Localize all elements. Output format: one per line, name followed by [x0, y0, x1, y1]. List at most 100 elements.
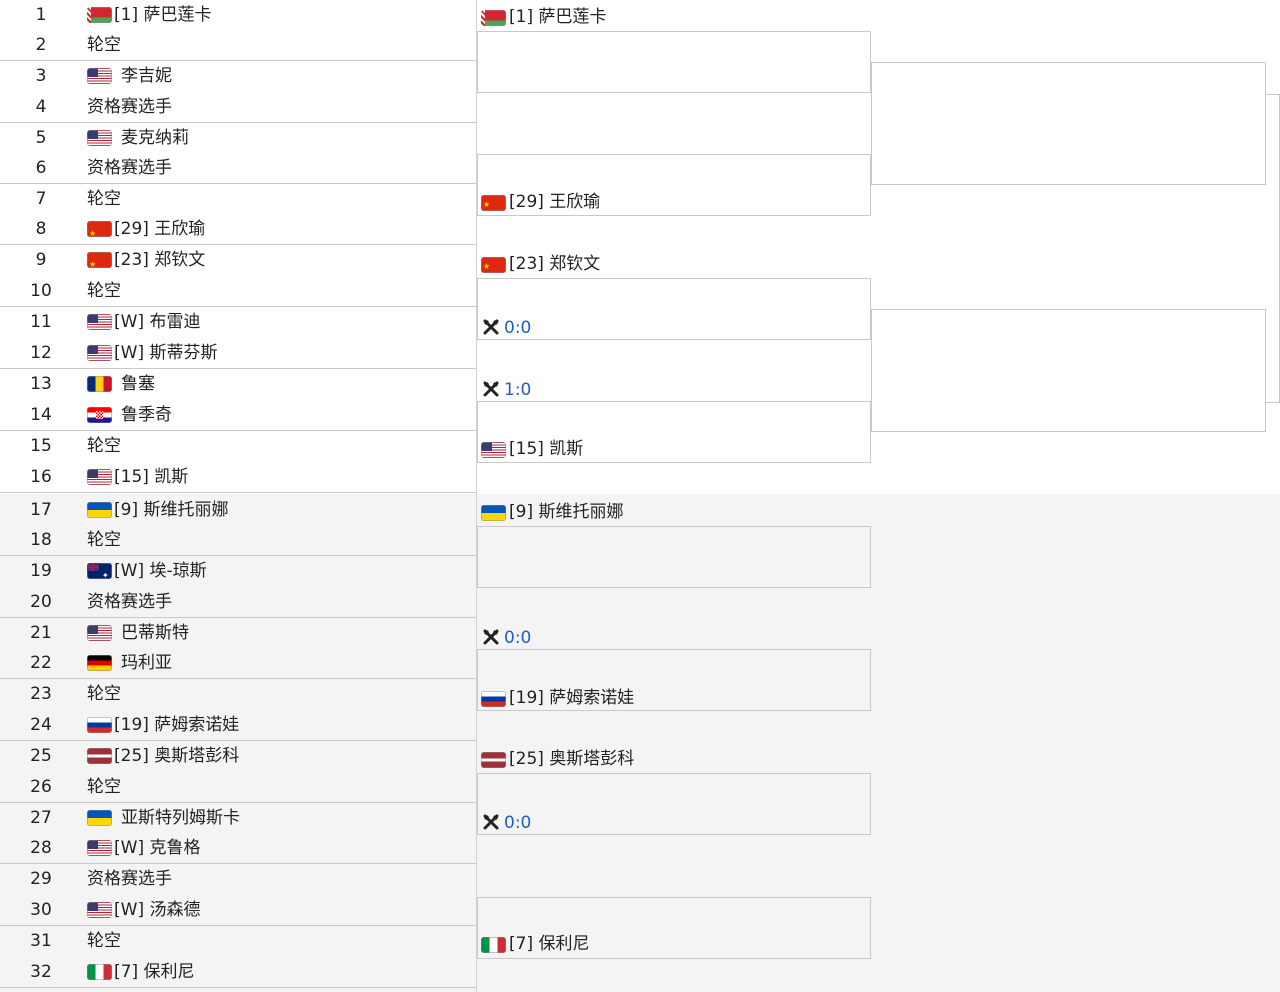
player-name: [25] 奥斯塔彭科 [114, 746, 240, 766]
player-name: 资格赛选手 [87, 158, 172, 178]
bracket-connector [477, 649, 871, 711]
bracket-connector [477, 773, 871, 835]
player-name: [19] 萨姆索诺娃 [509, 688, 635, 708]
player-name: 资格赛选手 [87, 97, 172, 117]
player-name: 亚斯特列姆斯卡 [121, 808, 240, 828]
player-name: 鲁季奇 [121, 405, 172, 425]
draw-position-number: 22 [30, 653, 52, 673]
flag-us-icon [87, 902, 112, 918]
draw-pair [0, 61, 476, 123]
draw-position-number: 1 [35, 5, 47, 25]
flag-it-icon [87, 964, 112, 980]
draw-row[interactable]: 9[23] 郑钦文 [0, 245, 476, 275]
flag-by-icon [87, 7, 112, 23]
draw-row[interactable]: 1[1] 萨巴莲卡 [0, 0, 476, 30]
bracket-connector [871, 62, 1266, 185]
player-name: 巴蒂斯特 [121, 623, 189, 643]
draw-row[interactable]: 29 资格赛选手 [0, 864, 476, 894]
crossed-rackets-icon [483, 319, 499, 335]
flag-ru-icon [87, 717, 112, 733]
draw-row[interactable]: 11[W] 布雷迪 [0, 307, 476, 337]
flag-cn-icon [87, 252, 112, 268]
draw-row[interactable]: 32[7] 保利尼 [0, 957, 476, 987]
flag-cn-icon [481, 257, 506, 273]
draw-position-number: 3 [35, 66, 47, 86]
player-name: 轮空 [87, 684, 121, 704]
draw-row[interactable]: 14 鲁季奇 [0, 400, 476, 430]
bracket-connector [477, 31, 871, 93]
draw-position-number: 12 [30, 343, 52, 363]
draw-pair [0, 123, 476, 184]
draw-row[interactable]: 8[29] 王欣瑜 [0, 214, 476, 244]
draw-position-number: 19 [30, 561, 52, 581]
draw-row[interactable]: 24 [19] 萨姆索诺娃 [0, 710, 476, 740]
draw-position-number: 10 [30, 281, 52, 301]
flag-de-icon [87, 655, 112, 671]
draw-position-number: 29 [30, 869, 52, 889]
match-score: 0:0 [504, 628, 532, 648]
draw-row[interactable]: 12[W] 斯蒂芬斯 [0, 338, 476, 368]
draw-row[interactable]: 4 资格赛选手 [0, 92, 476, 122]
flag-us-icon [87, 68, 112, 84]
bracket-top-half [0, 0, 1280, 494]
draw-position-number: 14 [30, 405, 52, 425]
crossed-rackets-icon [483, 381, 499, 397]
draw-row[interactable]: 28[W] 克鲁格 [0, 833, 476, 863]
draw-row[interactable]: 30[W] 汤森德 [0, 895, 476, 925]
flag-us-icon [87, 345, 112, 361]
flag-ua-icon [481, 505, 506, 521]
player-name: [23] 郑钦文 [509, 254, 601, 274]
draw-position-number: 20 [30, 592, 52, 612]
flag-au-icon [87, 563, 112, 579]
player-name: [19] 萨姆索诺娃 [114, 715, 240, 735]
draw-position-number: 8 [35, 219, 47, 239]
player-name: [23] 郑钦文 [114, 250, 206, 270]
player-name: 麦克纳莉 [121, 128, 189, 148]
flag-us-icon [87, 469, 112, 485]
player-name: 资格赛选手 [87, 869, 172, 889]
draw-position-number: 4 [35, 97, 47, 117]
flag-hr-icon [87, 407, 112, 423]
draw-position-number: 25 [30, 746, 52, 766]
flag-by-icon [481, 10, 506, 26]
draw-pair [0, 679, 476, 741]
draw-row[interactable]: 19[W] 埃-琼斯 [0, 556, 476, 586]
player-name: 玛利亚 [121, 653, 172, 673]
flag-us-icon [481, 442, 506, 458]
flag-us-icon [87, 130, 112, 146]
flag-cn-icon [481, 195, 506, 211]
draw-row[interactable]: 17[9] 斯维托丽娜 [0, 495, 476, 525]
bracket-connector [477, 401, 871, 463]
flag-ro-icon [87, 376, 112, 392]
draw-row[interactable]: 16[15] 凯斯 [0, 462, 476, 492]
bracket-connector [477, 526, 871, 588]
match-score: 0:0 [504, 318, 532, 338]
match-score: 0:0 [504, 813, 532, 833]
player-name: [1] 萨巴莲卡 [509, 7, 607, 27]
draw-pair [0, 741, 476, 803]
draw-position-number: 24 [30, 715, 52, 735]
draw-position-number: 18 [30, 530, 52, 550]
draw-position-number: 11 [30, 312, 52, 332]
player-name: 轮空 [87, 777, 121, 797]
draw-row[interactable]: 22 玛利亚 [0, 648, 476, 678]
bracket-connector [477, 278, 871, 340]
draw-row[interactable]: 25 [25] 奥斯塔彭科 [0, 741, 476, 771]
player-name: [W] 汤森德 [114, 900, 201, 920]
player-name: 轮空 [87, 931, 121, 951]
